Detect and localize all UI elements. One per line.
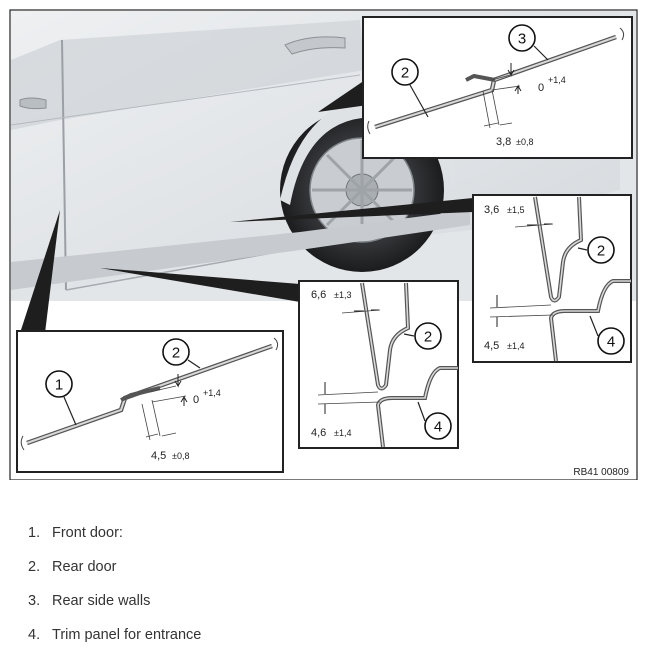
- callout-4: 4: [434, 419, 442, 436]
- figure-reference-code: RB41 00809: [573, 467, 629, 478]
- detail-mid: 6,6 ±1,3 4,6 ±1,4 2 4: [298, 280, 459, 449]
- legend-text: Trim panel for entrance: [52, 627, 202, 643]
- callout-2: 2: [401, 65, 409, 82]
- gap-value: 3,8: [496, 136, 511, 148]
- pointer-left: [20, 210, 60, 333]
- legend-item: 3. Rear side walls: [28, 584, 201, 618]
- gap-value-top: 3,6: [484, 204, 499, 216]
- gap-tolerance: ±0,8: [516, 137, 533, 147]
- gap-tolerance-bottom: ±1,4: [507, 341, 524, 351]
- gap-tolerance-top: ±1,5: [507, 205, 524, 215]
- callout-4: 4: [607, 334, 615, 351]
- legend-item: 1. Front door:: [28, 516, 201, 550]
- legend-text: Rear side walls: [52, 593, 151, 609]
- pointer-right: [230, 198, 473, 222]
- gap-tolerance-top: ±1,3: [334, 290, 351, 300]
- gap-tolerance: ±0,8: [172, 451, 189, 461]
- door-gap-diagram: 2 3 0 +1,4 3,8 ±0,8 1 2 0 +1,4 4,5 ±0,8: [9, 9, 638, 480]
- legend-list: 1. Front door: 2. Rear door 3. Rear side wa…: [28, 516, 201, 652]
- callout-3: 3: [518, 31, 526, 48]
- callout-2: 2: [172, 345, 180, 362]
- gap-value-bottom: 4,5: [484, 340, 499, 352]
- detail-right: 3,6 ±1,5 4,5 ±1,4 2 4: [472, 194, 632, 363]
- legend-number: 4.: [28, 627, 41, 643]
- tolerance-label: 0: [193, 394, 199, 406]
- gap-tolerance-bottom: ±1,4: [334, 428, 351, 438]
- legend-item: 2. Rear door: [28, 550, 201, 584]
- pointer-top: [318, 78, 368, 112]
- legend-number: 3.: [28, 593, 41, 609]
- callout-1: 1: [55, 377, 63, 394]
- tolerance-label: 0: [538, 82, 544, 94]
- gap-value: 4,5: [151, 450, 166, 462]
- legend-text: Front door:: [52, 525, 123, 541]
- callout-2: 2: [424, 329, 432, 346]
- legend-text: Rear door: [52, 559, 117, 575]
- legend-number: 1.: [28, 525, 41, 541]
- tolerance-superscript: +1,4: [548, 75, 566, 85]
- legend-number: 2.: [28, 559, 41, 575]
- detail-top: 2 3 0 +1,4 3,8 ±0,8: [362, 16, 633, 159]
- gap-value-bottom: 4,6: [311, 427, 326, 439]
- callout-2: 2: [597, 243, 605, 260]
- legend-item: 4. Trim panel for entrance: [28, 618, 201, 652]
- detail-left: 1 2 0 +1,4 4,5 ±0,8: [16, 330, 284, 473]
- pointer-mid: [100, 268, 300, 302]
- gap-value-top: 6,6: [311, 289, 326, 301]
- tolerance-superscript: +1,4: [203, 388, 221, 398]
